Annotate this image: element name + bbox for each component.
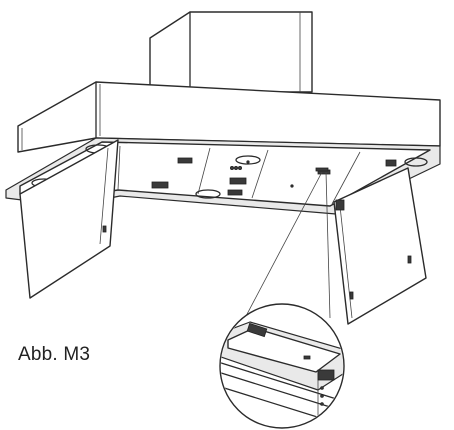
filter-latches [151,157,331,196]
figure-caption: Abb. M3 [18,344,91,365]
detail-callout-lines [244,167,331,319]
detail-magnifier [219,303,345,429]
chimney-duct [149,11,313,93]
right-side-panel [333,159,427,325]
left-side-panel [19,139,119,299]
